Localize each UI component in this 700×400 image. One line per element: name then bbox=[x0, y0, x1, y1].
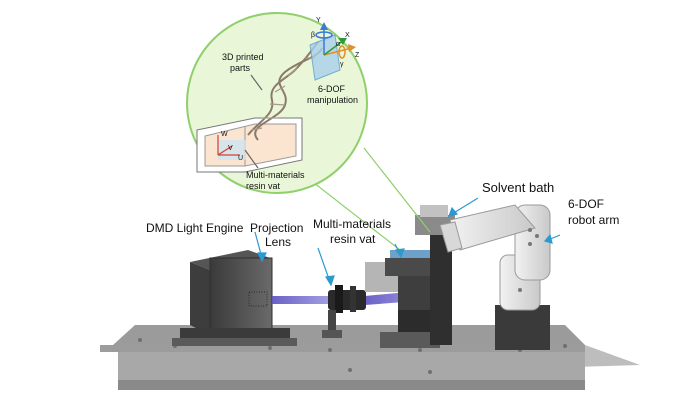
axis-z: Z bbox=[355, 52, 360, 59]
label-parts-2: parts bbox=[230, 63, 251, 73]
label-vat-main-1: Multi-materials bbox=[313, 217, 391, 231]
label-robot-1: 6-DOF bbox=[568, 197, 604, 211]
leader-lines bbox=[244, 74, 561, 287]
label-dmd: DMD Light Engine bbox=[146, 221, 244, 235]
axis-gamma: γ bbox=[340, 61, 344, 68]
label-dof-manip-2: manipulation bbox=[307, 95, 358, 105]
axis-x: X bbox=[345, 32, 350, 39]
label-parts-1: 3D printed bbox=[222, 52, 264, 62]
axis-v: V bbox=[228, 145, 233, 152]
label-robot-2: robot arm bbox=[568, 213, 619, 227]
label-solvent-bath: Solvent bath bbox=[482, 180, 554, 195]
axis-beta: β bbox=[311, 32, 315, 39]
axis-u: U bbox=[238, 155, 243, 162]
label-vat-main-2: resin vat bbox=[330, 232, 376, 246]
robot-arm bbox=[439, 204, 551, 350]
resin-vat-stage bbox=[365, 205, 455, 348]
optical-table bbox=[100, 325, 640, 390]
axis-y: Y bbox=[316, 17, 321, 24]
callout-line-right bbox=[363, 147, 431, 233]
label-vat-inset-1: Multi-materials bbox=[246, 170, 305, 180]
inset-labels: 3D printed parts 6-DOF manipulation Mult… bbox=[221, 17, 360, 191]
label-lens-2: Lens bbox=[265, 235, 291, 249]
helix-part bbox=[247, 41, 323, 141]
vent-grid bbox=[248, 291, 268, 307]
axis-w: W bbox=[221, 131, 228, 138]
label-lens-1: Projection bbox=[250, 221, 303, 235]
projection-lens bbox=[322, 285, 366, 338]
dmd-light-engine bbox=[172, 250, 297, 346]
label-dof-manip-1: 6-DOF bbox=[318, 84, 346, 94]
light-beam-1 bbox=[272, 296, 330, 304]
axis-gizmo bbox=[315, 22, 356, 59]
axis-alpha: α bbox=[336, 41, 340, 48]
magnified-inset bbox=[186, 12, 368, 194]
label-vat-inset-2: resin vat bbox=[246, 181, 281, 191]
main-labels: Solvent bath 6-DOF robot arm DMD Light E… bbox=[146, 180, 619, 249]
vat-axes bbox=[217, 135, 240, 156]
